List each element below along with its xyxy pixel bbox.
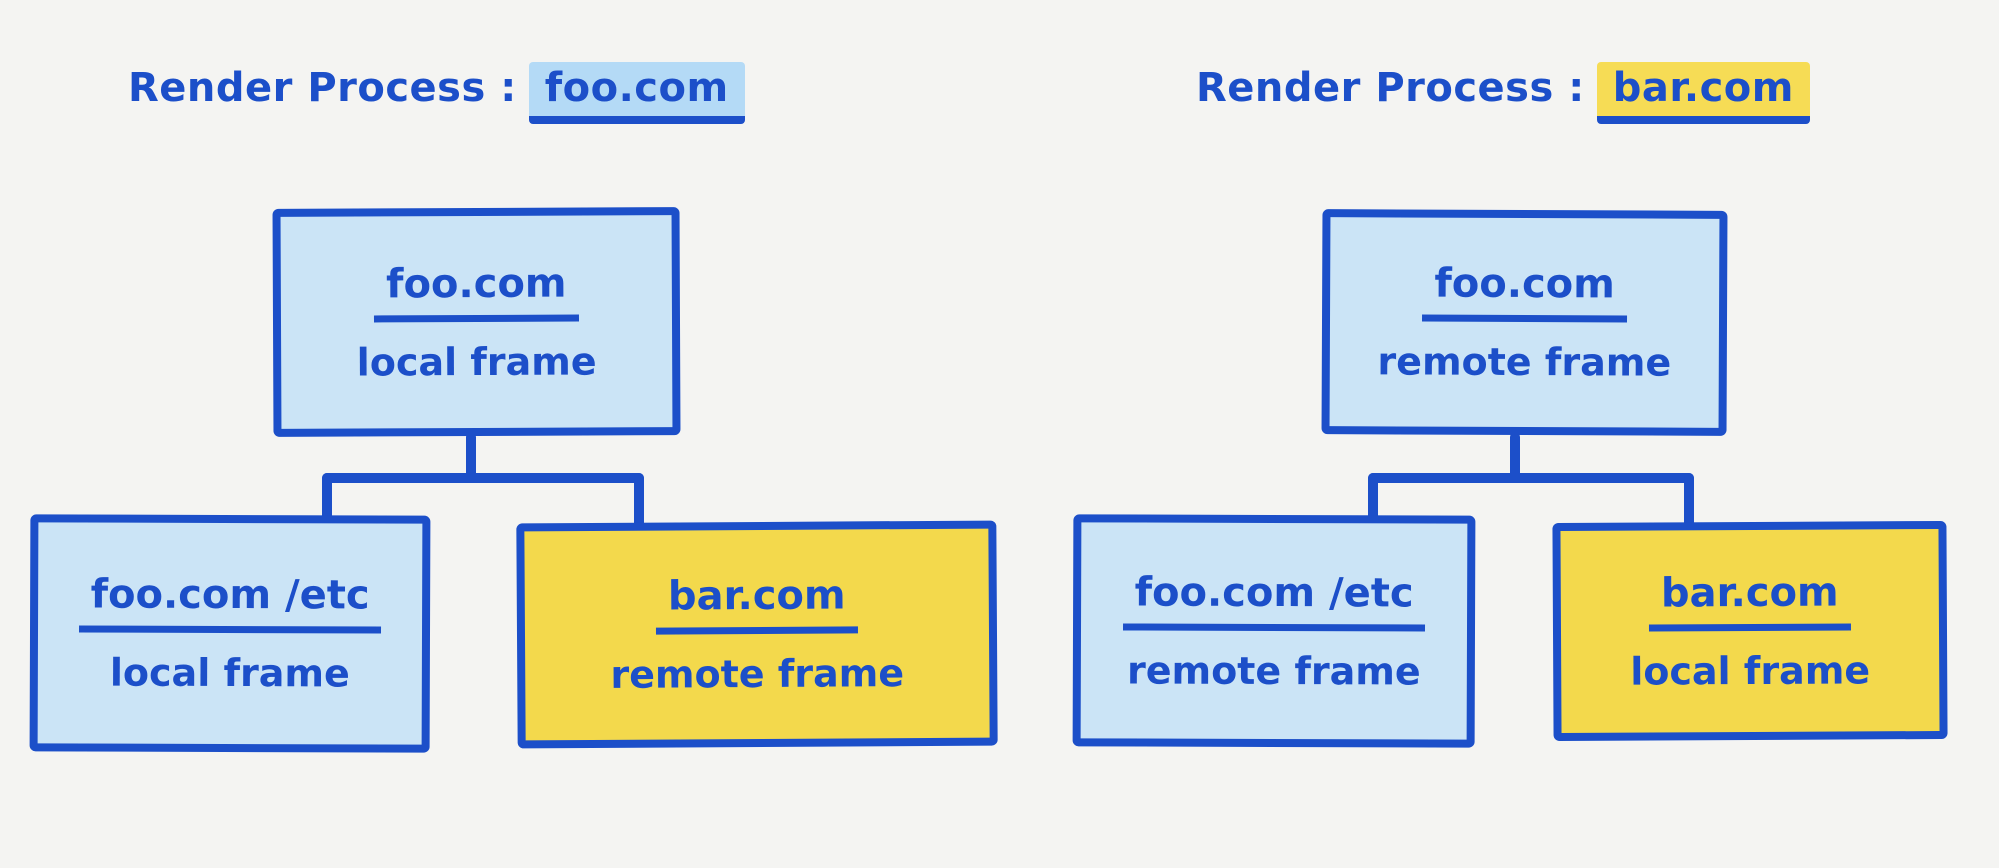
process-title-foo: Render Process :foo.com [128, 62, 745, 124]
connector-horizontal [1368, 473, 1694, 483]
connector-right-stub [1684, 473, 1694, 528]
frame-domain: foo.com [1422, 260, 1627, 323]
title-domain-highlight: bar.com [1596, 62, 1810, 124]
connector-parent-stub [1510, 432, 1520, 482]
frame-node-foo-root: foo.com local frame [272, 207, 681, 437]
frame-type: remote frame [610, 651, 905, 697]
frame-node-bar: bar.com local frame [1552, 520, 1948, 742]
frame-node-bar: bar.com remote frame [516, 520, 998, 749]
frame-type: local frame [356, 338, 597, 385]
frame-type: remote frame [1377, 339, 1672, 385]
connector-parent-stub [466, 432, 476, 482]
frame-type: local frame [1630, 647, 1871, 694]
frame-node-fooetc: foo.com /etc remote frame [1072, 514, 1476, 748]
title-prefix: Render Process : [128, 65, 517, 111]
frame-type: remote frame [1126, 647, 1421, 694]
frame-domain: bar.com [655, 572, 858, 635]
process-title-bar: Render Process :bar.com [1196, 62, 1810, 124]
frame-node-fooetc: foo.com /etc local frame [29, 514, 431, 753]
frame-node-foo-root: foo.com remote frame [1321, 209, 1728, 436]
connector-left-stub [322, 473, 332, 521]
connector-horizontal [322, 473, 644, 483]
connector-left-stub [1368, 473, 1378, 521]
frame-domain: foo.com /etc [1122, 568, 1426, 632]
title-prefix: Render Process : [1196, 65, 1585, 111]
frame-domain: bar.com [1648, 568, 1851, 632]
frame-domain: foo.com [374, 260, 579, 322]
frame-type: local frame [109, 650, 350, 696]
frame-domain: foo.com /etc [78, 571, 382, 634]
connector-right-stub [634, 473, 644, 528]
title-domain-highlight: foo.com [528, 62, 745, 124]
